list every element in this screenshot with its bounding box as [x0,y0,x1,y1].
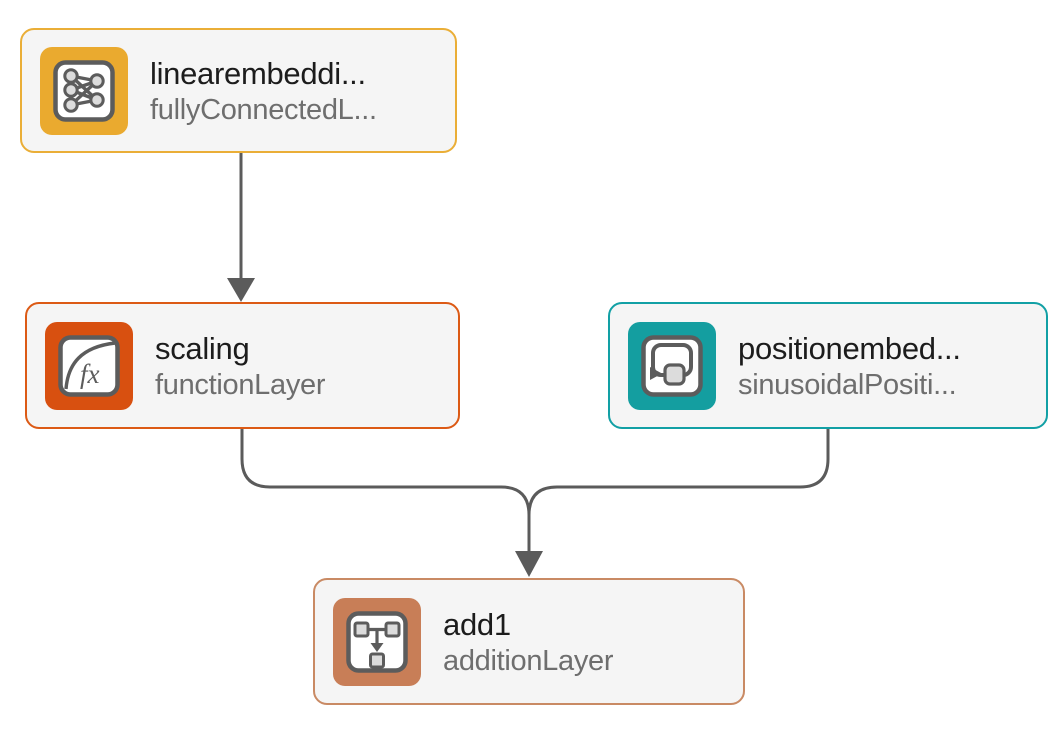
layer-name: add1 [443,606,511,642]
layer-node-scaling[interactable]: fx scaling functionLayer [25,302,460,429]
layer-name: positionembed... [738,330,961,366]
layer-node-add1[interactable]: add1 additionLayer [313,578,745,705]
layer-type: additionLayer [443,644,614,677]
layer-name: scaling [155,330,250,366]
connector-scaling-to-add1[interactable] [240,429,531,516]
fully-connected-layer-icon [40,46,128,135]
layer-node-positionembedding[interactable]: positionembed... sinusoidalPositi... [608,302,1048,429]
position-embedding-layer-icon [628,321,716,410]
layer-node-linearembedding[interactable]: linearembeddi... fullyConnectedL... [20,28,457,153]
addition-layer-icon [333,597,421,686]
layer-type: functionLayer [155,368,326,401]
function-layer-icon: fx [45,321,133,410]
arrowhead-icon [515,551,543,577]
arrowhead-icon [227,278,255,302]
svg-text:fx: fx [80,359,100,389]
layer-name: linearembeddi... [150,55,366,91]
layer-type: sinusoidalPositi... [738,368,957,401]
connector-linearembedding-to-scaling[interactable] [227,153,255,302]
layer-type: fullyConnectedL... [150,93,377,126]
connector-merged-into-add1[interactable] [515,510,543,577]
connector-positionembedding-to-add1[interactable] [527,429,830,516]
